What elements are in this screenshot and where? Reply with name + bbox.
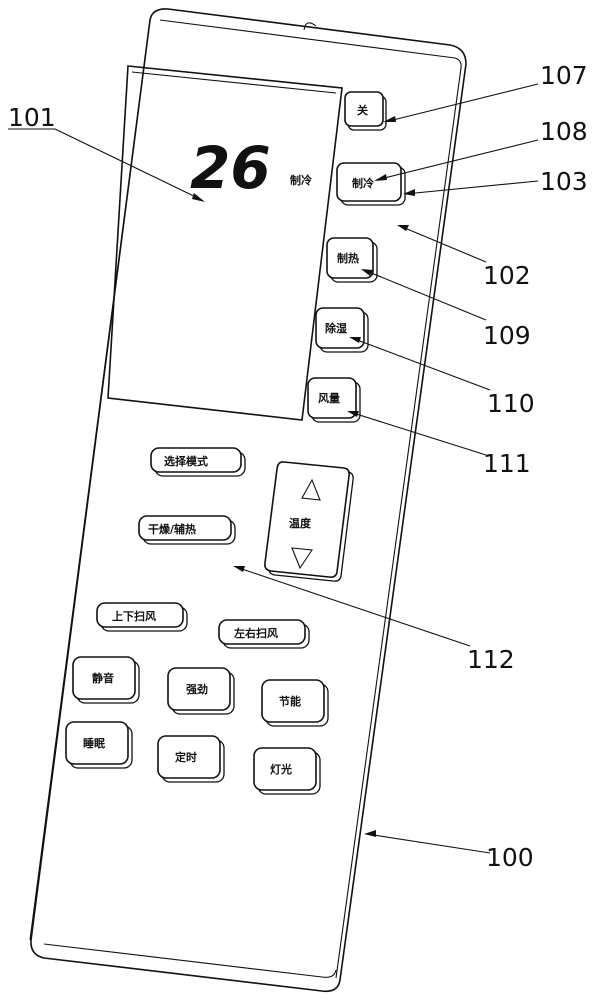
button-light[interactable]: 灯光 [253,747,321,795]
button-sleep-label: 睡眠 [83,736,105,750]
ref-label-100: 100 [486,843,534,872]
callout-110: 110 [349,337,535,418]
button-power[interactable]: 关 [344,91,387,131]
callout-109: 109 [361,269,531,350]
temp-up-icon [301,478,321,501]
button-select-mode-label: 选择模式 [164,454,208,468]
button-dry-assist-heat[interactable]: 干燥/辅热 [138,515,236,545]
callout-111: 111 [347,411,531,478]
ref-label-110: 110 [487,389,535,418]
temp-down-icon [291,547,313,570]
remote-body [29,8,467,993]
button-dehumidify-label: 除湿 [325,321,347,335]
button-leftright-swing[interactable]: 左右扫风 [218,619,310,649]
button-select-mode[interactable]: 选择模式 [150,447,246,477]
callout-100: 100 [364,830,534,872]
ref-label-103: 103 [540,167,588,196]
ref-label-112: 112 [467,645,515,674]
button-light-label: 灯光 [270,762,292,776]
button-heat[interactable]: 制热 [326,237,378,283]
ref-label-111: 111 [483,449,531,478]
button-timer[interactable]: 定时 [157,735,225,783]
button-turbo[interactable]: 强劲 [167,667,235,715]
button-leftright-swing-label: 左右扫风 [233,626,278,640]
display-temperature: 26 [190,134,271,202]
button-dehumidify[interactable]: 除湿 [315,307,369,353]
button-eco-label: 节能 [279,694,301,708]
ref-label-101: 101 [8,103,56,132]
display-window: 26 制冷 [107,65,343,421]
display-mode: 制冷 [290,173,312,187]
button-temperature-label: 温度 [289,516,312,530]
button-cool-label: 制冷 [352,176,374,190]
button-fan-label: 风量 [318,391,340,405]
callout-103: 103 [403,167,588,196]
callout-112: 112 [233,566,515,674]
button-sleep[interactable]: 睡眠 [65,721,133,769]
callout-108: 108 [374,117,588,181]
ref-label-102: 102 [483,261,531,290]
callout-102: 102 [397,225,531,290]
button-fan[interactable]: 风量 [307,377,361,423]
callout-101: 101 [8,103,205,202]
ref-label-108: 108 [540,117,588,146]
button-mute[interactable]: 静音 [72,656,140,704]
callout-107: 107 [383,61,588,123]
button-cool[interactable]: 制冷 [336,162,406,206]
button-updown-swing[interactable]: 上下扫风 [96,602,188,632]
button-turbo-label: 强劲 [186,682,208,696]
button-timer-label: 定时 [175,750,197,764]
button-updown-swing-label: 上下扫风 [112,609,156,623]
button-heat-label: 制热 [337,251,359,265]
ref-label-109: 109 [483,321,531,350]
button-mute-label: 静音 [92,671,114,685]
button-eco[interactable]: 节能 [261,679,329,727]
ref-label-107: 107 [540,61,588,90]
button-dry-assist-heat-label: 干燥/辅热 [148,522,196,536]
button-temperature-rocker[interactable]: 温度 [264,461,354,582]
button-power-label: 关 [357,103,368,117]
